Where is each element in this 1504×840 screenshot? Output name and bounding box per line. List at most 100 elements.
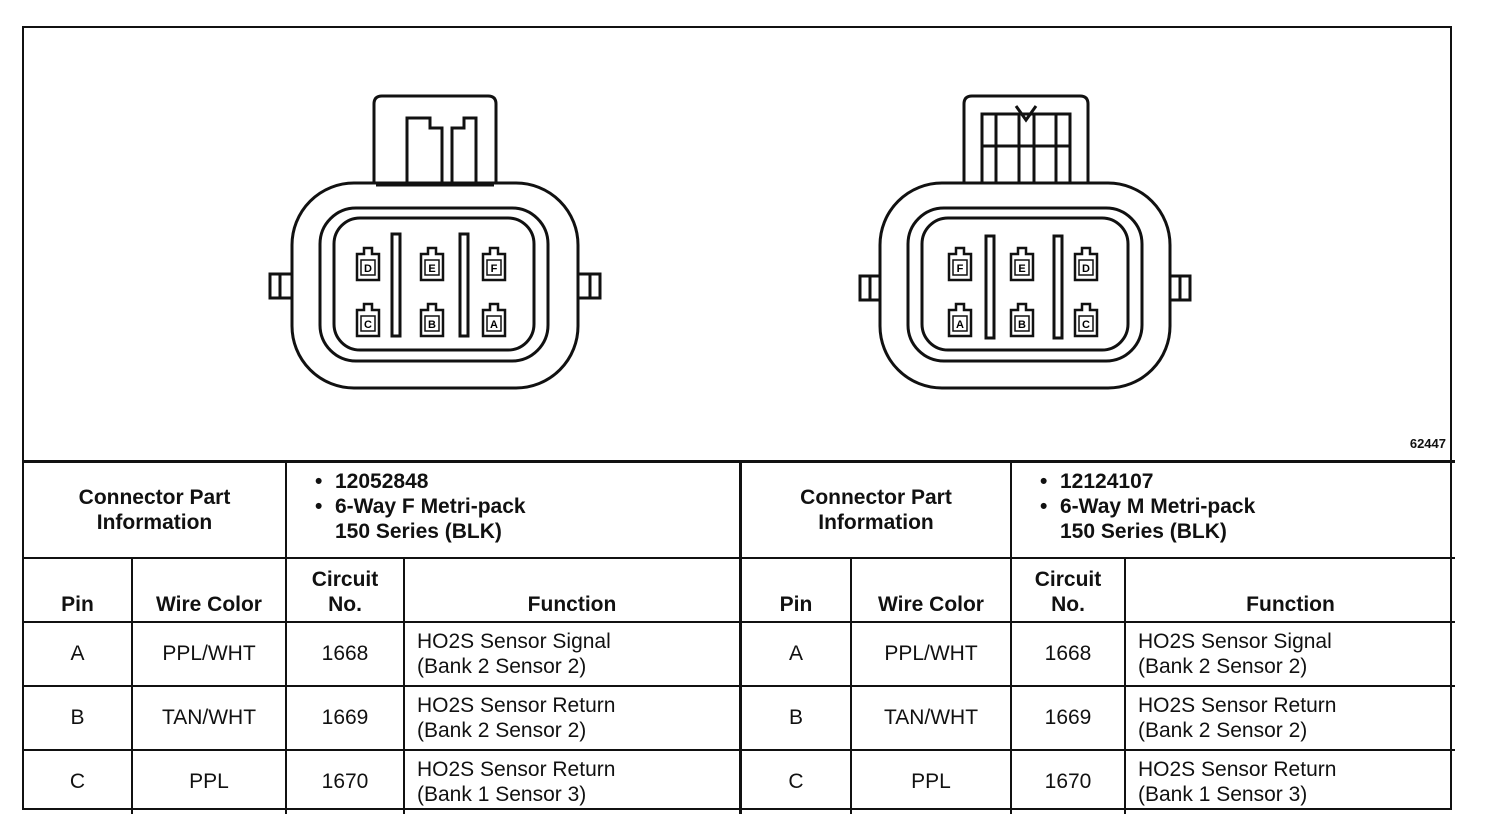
- col-header-function: Function: [402, 556, 742, 623]
- right-pinout-table: Connector Part Information • 12124107 • 6-…: [740, 460, 1456, 814]
- circuit-no-label: No.: [328, 592, 362, 616]
- function-detail: (Bank 2 Sensor 2): [1138, 718, 1308, 742]
- wire-color-cell: TAN/WHT: [131, 684, 287, 751]
- function-detail: (Bank 2 Sensor 2): [417, 718, 587, 742]
- connector-series: 150 Series (BLK): [1060, 520, 1227, 543]
- function-text: HO2S Sensor Return: [417, 758, 616, 781]
- bullet: •: [315, 495, 323, 518]
- pin-letter: E: [428, 263, 435, 275]
- pin-letter: C: [364, 319, 372, 331]
- connector-type: 6-Way F Metri-pack: [335, 495, 526, 518]
- circuit-cell: 1668: [1010, 620, 1126, 687]
- circuit-cell: 1670: [1010, 748, 1126, 814]
- info-line: • 12052848: [315, 469, 739, 494]
- table-row: A PPL/WHT 1668 HO2S Sensor Signal(Bank 2…: [24, 620, 742, 687]
- pin-letter: A: [956, 319, 964, 331]
- pin-cell: A: [740, 620, 852, 687]
- function-cell: HO2S Sensor Return(Bank 1 Sensor 3): [1123, 748, 1456, 814]
- circuit-cell: 1668: [285, 620, 405, 687]
- table-row: B TAN/WHT 1669 HO2S Sensor Return(Bank 2…: [740, 684, 1456, 751]
- function-cell: HO2S Sensor Return(Bank 2 Sensor 2): [1123, 684, 1456, 751]
- table-row: B TAN/WHT 1669 HO2S Sensor Return(Bank 2…: [24, 684, 742, 751]
- wire-color-cell: TAN/WHT: [850, 684, 1012, 751]
- function-text: HO2S Sensor Signal: [417, 629, 611, 653]
- pin-cavity-right-a: A: [947, 302, 973, 338]
- connector-info: • 12052848 • 6-Way F Metri-pack 150 Series…: [284, 460, 742, 559]
- circuit-cell: 1670: [285, 748, 405, 814]
- bullet: •: [1040, 495, 1048, 518]
- pin-cell: A: [24, 620, 133, 687]
- col-header-pin: Pin: [740, 556, 852, 623]
- bullet: •: [315, 470, 323, 493]
- connector-part-info-label: Connector Part Information: [740, 460, 1012, 559]
- pin-cell: C: [740, 748, 852, 814]
- connector-info: • 12124107 • 6-Way M Metri-pack 150 Series…: [1009, 460, 1456, 559]
- pin-cavity-left-b: B: [419, 302, 445, 338]
- circuit-cell: 1669: [1010, 684, 1126, 751]
- pin-letter: F: [491, 263, 498, 275]
- pin-cavity-right-f: F: [947, 246, 973, 282]
- pin-cavity-right-d: D: [1073, 246, 1099, 282]
- function-cell: HO2S Sensor Return(Bank 1 Sensor 3): [402, 748, 742, 814]
- pin-letter: D: [1082, 263, 1090, 275]
- info-line: 150 Series (BLK): [315, 519, 739, 544]
- info-line: • 6-Way F Metri-pack: [315, 494, 739, 519]
- pin-cavity-right-b: B: [1009, 302, 1035, 338]
- table-row: C PPL 1670 HO2S Sensor Return(Bank 1 Sen…: [740, 748, 1456, 814]
- right-connector-drawing: [858, 94, 1192, 390]
- function-detail: (Bank 2 Sensor 2): [417, 654, 587, 678]
- part-number: 12052848: [335, 470, 429, 493]
- pin-cell: C: [24, 748, 133, 814]
- pin-cavity-left-d: D: [355, 246, 381, 282]
- wire-color-cell: PPL/WHT: [850, 620, 1012, 687]
- info-line: 150 Series (BLK): [1040, 519, 1455, 544]
- pin-cavity-left-f: F: [481, 246, 507, 282]
- function-detail: (Bank 1 Sensor 3): [1138, 783, 1308, 806]
- col-header-function: Function: [1123, 556, 1456, 623]
- wire-color-cell: PPL/WHT: [131, 620, 287, 687]
- function-detail: (Bank 2 Sensor 2): [1138, 654, 1308, 678]
- col-header-pin: Pin: [24, 556, 133, 623]
- pin-letter: F: [957, 263, 964, 275]
- function-text: HO2S Sensor Return: [1138, 693, 1337, 717]
- pin-cell: B: [24, 684, 133, 751]
- circuit-label: Circuit: [311, 567, 379, 591]
- pin-cell: B: [740, 684, 852, 751]
- connector-type: 6-Way M Metri-pack: [1060, 495, 1256, 518]
- circuit-cell: 1669: [285, 684, 405, 751]
- info-line: • 6-Way M Metri-pack: [1040, 494, 1455, 519]
- pin-cavity-right-c: C: [1073, 302, 1099, 338]
- left-connector-drawing: [268, 94, 602, 390]
- bullet: •: [1040, 470, 1048, 493]
- col-header-wire-color: Wire Color: [850, 556, 1012, 623]
- function-cell: HO2S Sensor Signal(Bank 2 Sensor 2): [402, 620, 742, 687]
- cpi-text: Connector Part Information: [78, 485, 231, 534]
- pin-letter: C: [1082, 319, 1090, 331]
- table-row: A PPL/WHT 1668 HO2S Sensor Signal(Bank 2…: [740, 620, 1456, 687]
- pin-letter: B: [428, 319, 436, 331]
- function-text: HO2S Sensor Return: [1138, 758, 1337, 781]
- function-cell: HO2S Sensor Signal(Bank 2 Sensor 2): [1123, 620, 1456, 687]
- pin-cavity-left-e: E: [419, 246, 445, 282]
- cpi-text: Connector Part Information: [800, 485, 952, 534]
- function-detail: (Bank 1 Sensor 3): [417, 783, 587, 806]
- info-line: • 12124107: [1040, 469, 1455, 494]
- connector-part-info-label: Connector Part Information: [24, 460, 287, 559]
- function-text: HO2S Sensor Return: [417, 693, 616, 717]
- pin-cavity-left-c: C: [355, 302, 381, 338]
- pin-letter: D: [364, 263, 372, 275]
- left-pinout-table: Connector Part Information • 12052848 • 6-…: [24, 460, 742, 814]
- part-number: 12124107: [1060, 470, 1154, 493]
- wire-color-cell: PPL: [131, 748, 287, 814]
- function-text: HO2S Sensor Signal: [1138, 629, 1332, 653]
- col-header-wire-color: Wire Color: [131, 556, 287, 623]
- pin-cavity-left-a: A: [481, 302, 507, 338]
- circuit-label: Circuit: [1034, 567, 1102, 591]
- wire-color-cell: PPL: [850, 748, 1012, 814]
- figure-id: 62447: [1409, 436, 1446, 451]
- connector-series: 150 Series (BLK): [335, 520, 502, 543]
